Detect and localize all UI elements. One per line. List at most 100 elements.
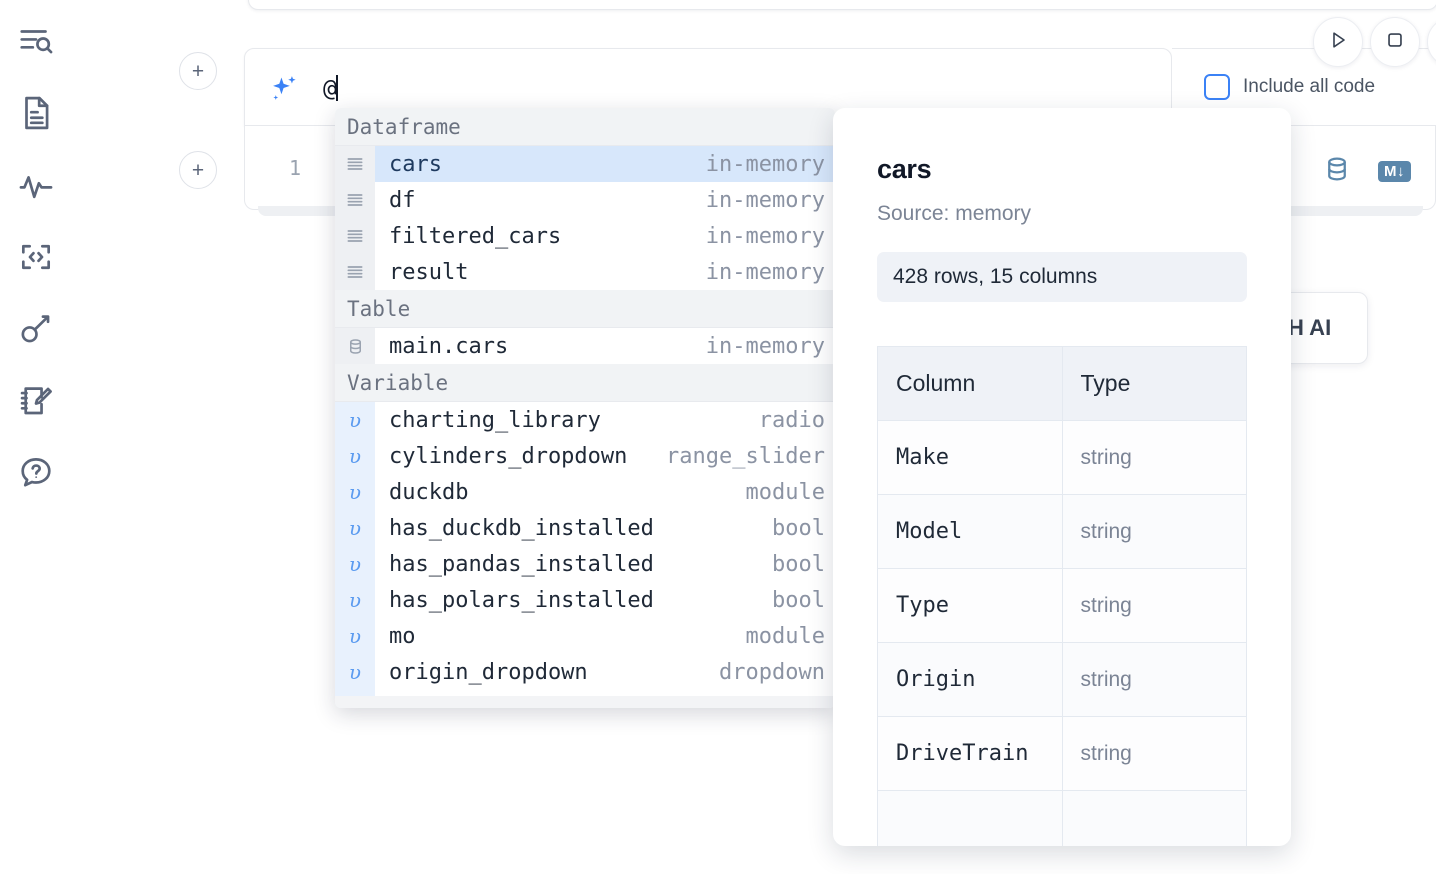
ai-prompt-value: @ [323, 76, 337, 102]
upsilon-variable-icon: υ [335, 582, 375, 618]
completion-detail-panel: cars Source: memory 428 rows, 15 columns… [833, 108, 1291, 846]
schema-header-column: Column [877, 346, 1063, 421]
completion-item[interactable]: cars in-memory [335, 146, 835, 182]
text-caret [336, 75, 339, 101]
left-icon-rail [0, 0, 72, 874]
completion-item-type: radio [758, 407, 825, 433]
include-all-code-toggle[interactable]: Include all code [1204, 74, 1375, 100]
schema-column-type: string [1061, 420, 1247, 495]
code-snippet-icon [17, 238, 55, 276]
cell-action-bar: M↓ [1322, 154, 1411, 189]
completion-item-type: bool [772, 587, 825, 613]
completion-item-name: has_polars_installed [389, 587, 654, 613]
sidebar-item-secrets[interactable] [13, 306, 59, 352]
completion-item-name: result [389, 259, 469, 285]
prompt-options-bar: Include all code [1172, 48, 1436, 126]
schema-column-name [877, 790, 1063, 846]
completion-item[interactable]: filtered_cars in-memory [335, 218, 835, 254]
completion-item[interactable]: result in-memory [335, 254, 835, 290]
schema-header-row: Column Type [877, 346, 1247, 421]
upsilon-variable-icon: υ [335, 474, 375, 510]
stop-button[interactable] [1370, 17, 1420, 67]
dropdown-scroll-fade [335, 696, 835, 708]
upsilon-variable-icon: υ [335, 438, 375, 474]
add-cell-button-top[interactable]: + [179, 52, 217, 90]
upsilon-variable-icon: υ [335, 546, 375, 582]
completion-item-name: duckdb [389, 479, 469, 505]
completion-item-type: module [745, 479, 825, 505]
detail-shape-badge: 428 rows, 15 columns [877, 252, 1247, 302]
completion-item-type: range_slider [666, 443, 825, 469]
sidebar-item-files[interactable] [13, 90, 59, 136]
run-button[interactable] [1313, 17, 1363, 67]
completion-item-type: in-memory [705, 187, 825, 213]
add-cell-button-bottom[interactable]: + [179, 151, 217, 189]
schema-table-head: Column Type [877, 346, 1247, 421]
completion-item-type: in-memory [705, 223, 825, 249]
database-icon[interactable] [1322, 154, 1352, 189]
outline-search-icon [17, 22, 55, 60]
completion-item-name: filtered_cars [389, 223, 562, 249]
upsilon-variable-icon: υ [335, 618, 375, 654]
detail-source: Source: memory [877, 202, 1032, 225]
sidebar-item-help[interactable] [13, 450, 59, 496]
sidebar-item-scratchpad[interactable] [13, 378, 59, 424]
completion-item-name: mo [389, 623, 416, 649]
schema-column-type: string [1061, 568, 1247, 643]
dataframe-lines-icon [335, 254, 375, 290]
completion-item-name: has_duckdb_installed [389, 515, 654, 541]
completion-item[interactable]: υ has_polars_installed bool [335, 582, 835, 618]
completion-item-type: dropdown [719, 659, 825, 685]
markdown-icon[interactable]: M↓ [1378, 160, 1411, 183]
completion-item-type: bool [772, 515, 825, 541]
completion-item-type: in-memory [705, 151, 825, 177]
stop-square-icon [1384, 29, 1406, 56]
plus-icon: + [191, 158, 205, 182]
activity-icon [17, 166, 55, 204]
schema-column-name: Type [877, 568, 1063, 643]
schema-header-type: Type [1061, 346, 1247, 421]
schema-column-name: Model [877, 494, 1063, 569]
schema-row [877, 790, 1247, 846]
schema-column-type: string [1061, 716, 1247, 791]
completion-group-header: Dataframe [335, 108, 835, 146]
completion-group-header: Table [335, 290, 835, 328]
completion-item-type: module [745, 623, 825, 649]
previous-cell-card [248, 0, 1436, 10]
schema-column-type: string [1061, 494, 1247, 569]
help-chat-icon [17, 454, 55, 492]
schema-column-type: string [1061, 642, 1247, 717]
include-all-code-checkbox[interactable] [1204, 74, 1230, 100]
ai-prompt-input[interactable]: @ [323, 75, 1171, 102]
completion-item-name: origin_dropdown [389, 659, 588, 685]
dataframe-lines-icon [335, 218, 375, 254]
completion-item-type: in-memory [705, 259, 825, 285]
sidebar-item-activity[interactable] [13, 162, 59, 208]
completion-item-name: cars [389, 151, 442, 177]
sidebar-item-snippets[interactable] [13, 234, 59, 280]
completion-item-name: has_pandas_installed [389, 551, 654, 577]
play-triangle-icon [1326, 28, 1350, 57]
ai-sparkle-icon [267, 73, 301, 107]
sidebar-item-explorer[interactable] [13, 18, 59, 64]
database-icon [335, 328, 375, 364]
schema-column-name: DriveTrain [877, 716, 1063, 791]
schema-column-type [1061, 790, 1247, 846]
line-number: 1 [288, 155, 301, 180]
